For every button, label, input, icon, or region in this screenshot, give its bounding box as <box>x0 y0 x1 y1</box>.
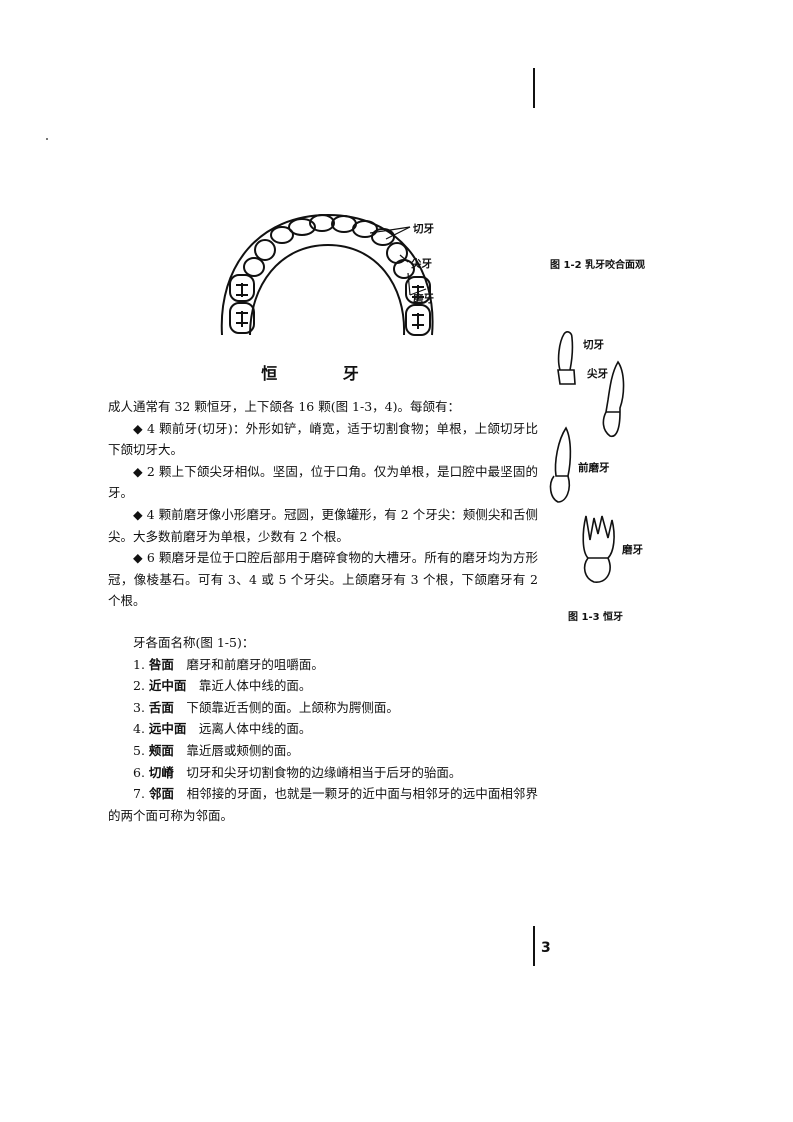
surface-num: 2. <box>133 678 149 694</box>
surface-item: 2. 近中面 靠近人体中线的面。 <box>108 675 538 697</box>
tooth-molar-drawing <box>578 512 620 588</box>
surface-term: 邻面 <box>148 786 175 802</box>
paragraph-gap <box>108 612 538 632</box>
paragraph-premolars: ◆ 4 颗前磨牙像小形磨牙。冠圆，更像罐形，有 2 个牙尖：颊侧尖和舌侧尖。大多… <box>108 506 538 544</box>
dental-arch-drawing <box>220 213 434 336</box>
surface-item: 5. 颊面 靠近唇或颊侧的面。 <box>108 740 538 762</box>
paragraph-incisors: ◆ 4 颗前牙(切牙)：外形如铲，嵴宽，适于切割食物；单根，上颌切牙比下颌切牙大… <box>108 420 538 458</box>
surfaces-intro: 牙各面名称(图 1-5)： <box>133 634 255 650</box>
fig13-label-premolar: 前磨牙 <box>578 462 610 474</box>
surface-num: 4. <box>133 721 149 737</box>
surface-num: 5. <box>133 742 149 758</box>
surface-num: 1. <box>133 656 149 672</box>
top-margin-rule <box>533 68 535 108</box>
figure-1-2-caption: 图 1-2 乳牙咬合面观 <box>550 260 646 271</box>
arch-label-canine: 尖牙 <box>411 258 432 270</box>
section-heading: 恒 牙 <box>261 364 389 383</box>
surface-desc: 下颌靠近舌侧的面。上颌称为腭侧面。 <box>186 699 399 715</box>
surface-desc: 相邻接的牙面，也就是一颗牙的近中面与相邻牙的远中面相邻界的两个面可称为邻面。 <box>108 786 538 823</box>
figure-1-3-caption: 图 1-3 恒牙 <box>568 612 624 623</box>
arch-label-molar: 磨牙 <box>413 293 434 305</box>
surface-item: 7. 邻面 相邻接的牙面，也就是一颗牙的近中面与相邻牙的远中面相邻界的两个面可称… <box>108 783 538 826</box>
arch-label-incisor: 切牙 <box>413 223 434 235</box>
paragraph-intro: 成人通常有 32 颗恒牙，上下颌各 16 颗(图 1-3，4)。每颌有： <box>108 399 461 414</box>
surface-desc: 远离人体中线的面。 <box>198 721 312 737</box>
tooth-canine-drawing <box>598 360 630 444</box>
surface-num: 3. <box>133 699 149 715</box>
surface-term: 远中面 <box>148 721 187 737</box>
tooth-premolar-drawing <box>548 426 578 508</box>
fig13-label-molar: 磨牙 <box>622 544 643 556</box>
surface-item: 4. 远中面 远离人体中线的面。 <box>108 718 538 740</box>
fig13-label-incisor: 切牙 <box>583 339 604 351</box>
surface-term: 舌面 <box>148 699 174 715</box>
surface-desc: 靠近人体中线的面。 <box>198 678 312 694</box>
surface-term: 近中面 <box>148 678 187 694</box>
surface-item: 1. 咎面 磨牙和前磨牙的咀嚼面。 <box>108 654 538 676</box>
surface-desc: 磨牙和前磨牙的咀嚼面。 <box>186 656 324 672</box>
surface-desc: 切牙和尖牙切割食物的边缘嵴相当于后牙的骀面。 <box>186 764 462 780</box>
surface-desc: 靠近唇或颊侧的面。 <box>186 742 299 758</box>
scan-speck <box>46 138 48 140</box>
surface-item: 6. 切嵴 切牙和尖牙切割食物的边缘嵴相当于后牙的骀面。 <box>108 762 538 784</box>
surface-term: 切嵴 <box>148 764 174 780</box>
paragraph-canines: ◆ 2 颗上下颌尖牙相似。坚固，位于口角。仅为单根，是口腔中最坚固的牙。 <box>108 463 538 501</box>
body-text: 成人通常有 32 颗恒牙，上下颌各 16 颗(图 1-3，4)。每颌有： ◆ 4… <box>108 396 538 826</box>
paragraph-molars: ◆ 6 颗磨牙是位于口腔后部用于磨碎食物的大槽牙。所有的磨牙均为方形冠，像棱基石… <box>108 550 538 609</box>
page-number-rule <box>533 926 535 966</box>
surface-num: 6. <box>133 764 149 780</box>
page-number: 3 <box>541 940 551 956</box>
tooth-incisor-drawing <box>554 330 582 392</box>
surface-term: 颊面 <box>148 742 174 758</box>
surface-num: 7. <box>133 786 149 802</box>
surface-term: 咎面 <box>148 656 174 672</box>
surface-item: 3. 舌面 下颌靠近舌侧的面。上颌称为腭侧面。 <box>108 697 538 719</box>
fig13-label-canine: 尖牙 <box>587 368 608 380</box>
dental-arch-figure <box>210 205 450 355</box>
